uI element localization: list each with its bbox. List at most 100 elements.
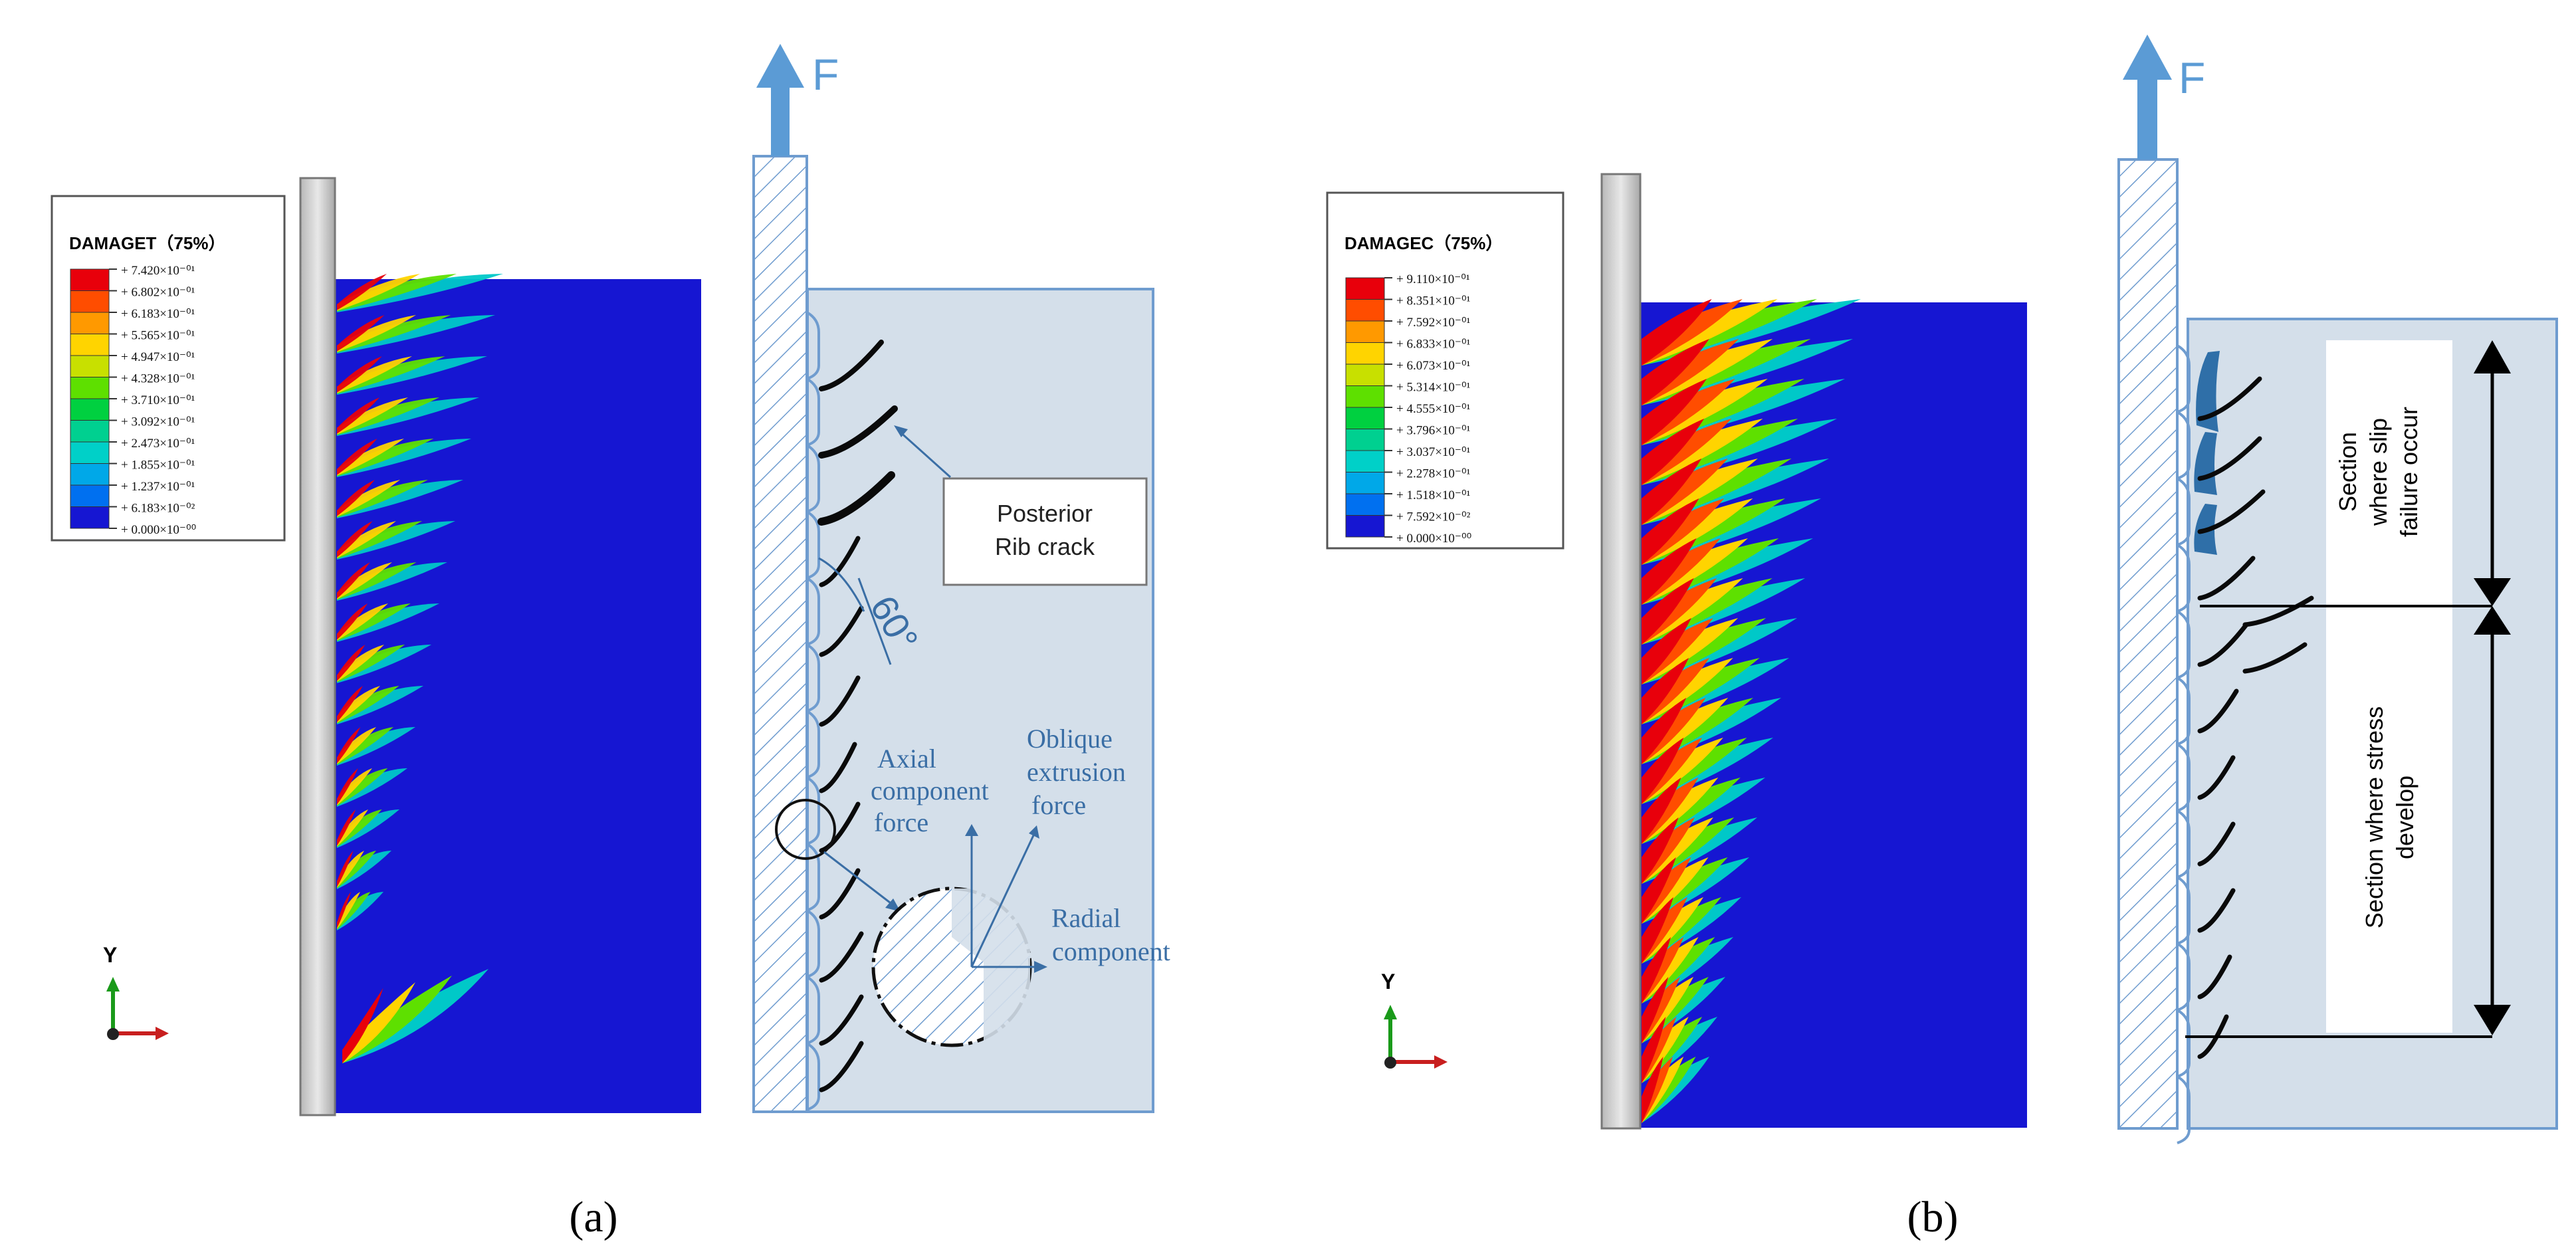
panel-b-crack	[2197, 556, 2256, 601]
panel_a-legend-label: + 6.183×10⁻⁰²	[121, 502, 195, 516]
panel-b-damage-streak	[1642, 977, 1680, 1043]
panel-b-damage-streak	[1642, 817, 1679, 884]
panel-a-crack	[819, 868, 861, 920]
panel-a-damage-streak	[337, 809, 399, 848]
panel-b-damage-streak	[1642, 937, 1699, 1003]
panel_b-legend-swatch	[1345, 450, 1385, 472]
panel-a-damage-streak	[337, 851, 354, 887]
panel-b-damage-streak	[1642, 1017, 1689, 1083]
panel-b-damage-streak	[1642, 339, 1709, 405]
panel-b-axis-triad: Y	[1381, 970, 1448, 1069]
panel-a-legend-title: DAMAGET（75%）	[69, 233, 225, 253]
panel-b-legend-title: DAMAGEC（75%）	[1344, 233, 1503, 253]
panel-a-damage-streak	[337, 439, 434, 476]
panel-a-crack	[819, 340, 884, 391]
panel-a-damage-streak	[337, 727, 415, 766]
panel-b-damage-streak	[1642, 1057, 1664, 1123]
panel-b-damage-streak	[1642, 1057, 1684, 1123]
panel-a-damage-streak	[337, 809, 368, 847]
panel-a-damage-streak	[337, 439, 471, 477]
panel-b-damage-streak	[1642, 538, 1697, 605]
panel_b-legend-swatch	[1345, 429, 1385, 451]
panel-b-damage-streak	[1642, 339, 1739, 405]
panel-a-damage-streak	[337, 562, 417, 600]
panel-a-damage-streak	[337, 645, 366, 681]
panel-b-damage-streak	[1642, 498, 1699, 565]
panel_a-legend-swatch	[70, 268, 110, 291]
panel-a-damage-streak	[337, 686, 423, 724]
panel_b-legend-swatch	[1345, 320, 1385, 343]
panel-a-damage-streak	[337, 356, 487, 395]
panel-b-rib	[2176, 677, 2191, 746]
panel-a-caption: (a)	[569, 1193, 617, 1241]
panel-a-rib	[805, 776, 820, 845]
panel-a-damage-streak	[337, 768, 358, 805]
panel-a-damage-streak	[337, 851, 364, 888]
panel-b-damage-streak	[1642, 857, 1691, 924]
panel-b-damage-streak	[1642, 379, 1768, 445]
panel-b-crack	[2197, 888, 2236, 933]
panel-b-damage-streak	[1642, 977, 1694, 1043]
panel_a-legend-label: + 0.000×10⁻⁰⁰	[121, 523, 196, 537]
panel-b-damage-streak	[1642, 897, 1687, 964]
panel-a-damage-streak	[337, 892, 360, 929]
panel-a-oblique-label-2: extrusion	[1027, 757, 1126, 787]
panel-a-damage-streak	[337, 274, 387, 310]
panel-a-rib	[805, 1042, 820, 1111]
panel-a-damage-streak	[337, 521, 373, 558]
panel-a-damage-streak	[342, 982, 415, 1063]
panel_a-legend-label: + 3.092×10⁻⁰¹	[121, 415, 195, 429]
panel-a-damage-streak	[337, 315, 416, 352]
panel-a-damage-streak	[337, 768, 388, 806]
panel-b-damage-streak	[1642, 379, 1707, 445]
panel_a-legend-label: + 4.947×10⁻⁰¹	[121, 350, 195, 364]
panel-b-damage-streak	[1642, 817, 1713, 884]
panel-b-damage-streak	[1642, 977, 1669, 1043]
panel-a-damage-streak	[342, 988, 383, 1063]
panel_b-legend-label: + 3.037×10⁻⁰¹	[1396, 445, 1471, 459]
panel-b-damage-streak	[1642, 738, 1723, 804]
panel-a-rib	[805, 643, 820, 712]
panel-b-axis-y-label: Y	[1381, 970, 1395, 994]
panel-a-rib	[805, 577, 820, 646]
panel_b-legend-swatch	[1345, 342, 1385, 365]
panel_a-legend-swatch	[70, 355, 110, 377]
panel-a-damage-streak	[337, 274, 503, 312]
panel_a-legend-label: + 3.710×10⁻⁰¹	[121, 393, 195, 407]
panel-a-rib	[805, 710, 820, 779]
panel-a-damage-streak	[337, 315, 495, 354]
panel-a-damage-streak	[337, 521, 423, 559]
panel_b-legend-label: + 5.314×10⁻⁰¹	[1396, 381, 1471, 395]
panel_b-legend-label: + 1.518×10⁻⁰¹	[1396, 488, 1471, 502]
panel-a-damage-streak	[337, 809, 382, 847]
panel-b-damage-streak	[1642, 778, 1699, 844]
panel-a-crack	[819, 605, 864, 657]
panel-a-damage-streak	[337, 356, 445, 394]
panel-a-oblique-label-3: force	[1031, 790, 1086, 820]
panel-b-schematic-bar	[2117, 158, 2179, 1130]
panel-b-damage-streak	[1642, 419, 1763, 485]
panel-a-force-arrow	[756, 44, 804, 156]
panel_b-legend-label: + 6.833×10⁻⁰¹	[1396, 338, 1471, 352]
panel_a-legend-label: + 5.565×10⁻⁰¹	[121, 329, 195, 343]
panel-b-damage-streak	[1642, 658, 1733, 724]
panel-a-rib	[805, 311, 820, 380]
panel-a-schematic: F Posterior Rib crack 60° Axial componen…	[752, 44, 1170, 1113]
panel-b-rib	[2176, 411, 2191, 480]
panel-b-crack	[2197, 954, 2232, 999]
panel-a-callout-line-2: Rib crack	[995, 533, 1095, 560]
panel_b-legend-label: + 7.592×10⁻⁰²	[1396, 510, 1471, 524]
panel_b-legend-label: + 6.073×10⁻⁰¹	[1396, 359, 1471, 373]
panel-a-damage-streak	[337, 397, 440, 435]
panel-a-damage-streak	[337, 892, 351, 928]
panel-a-damage-streak	[337, 397, 479, 436]
panel-b-damage-streak	[1642, 698, 1687, 764]
panel-b-rib	[2176, 610, 2191, 679]
panel-b-slip-label-1: Section	[2334, 432, 2361, 512]
panel-a-damage-streak	[337, 645, 431, 683]
panel-b-damage-streak	[1642, 897, 1703, 964]
panel-a-damage-streak	[337, 480, 463, 518]
panel-a-damage-streak	[337, 851, 377, 889]
panel_b-legend-swatch	[1345, 493, 1385, 516]
panel-b-steel-bar	[1600, 173, 1642, 1130]
